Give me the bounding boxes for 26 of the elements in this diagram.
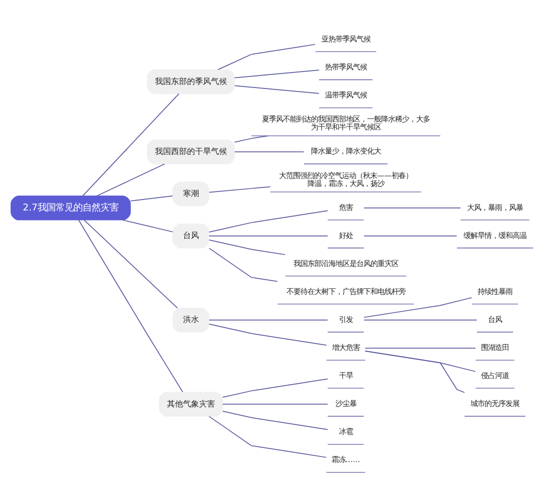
connector	[364, 350, 465, 393]
connector	[222, 378, 328, 398]
connector	[234, 85, 320, 94]
connector	[208, 210, 328, 232]
connector	[130, 196, 174, 202]
connector	[208, 324, 327, 346]
connector	[234, 151, 304, 152]
connector	[222, 410, 328, 430]
connector	[208, 186, 271, 193]
connector	[122, 220, 174, 232]
connector	[234, 135, 269, 143]
connector	[208, 248, 278, 282]
connector	[208, 416, 327, 458]
connector	[78, 220, 184, 392]
connector	[208, 239, 286, 256]
node-box: 2.7我国常见的自然灾害	[10, 196, 131, 220]
connector	[84, 220, 178, 308]
connector	[208, 320, 328, 321]
connector	[218, 44, 316, 70]
connector	[82, 93, 180, 196]
connector	[222, 404, 328, 405]
connector	[363, 297, 472, 318]
connector	[364, 348, 476, 349]
connector	[364, 320, 478, 321]
connector	[234, 70, 320, 78]
connector	[96, 164, 165, 196]
